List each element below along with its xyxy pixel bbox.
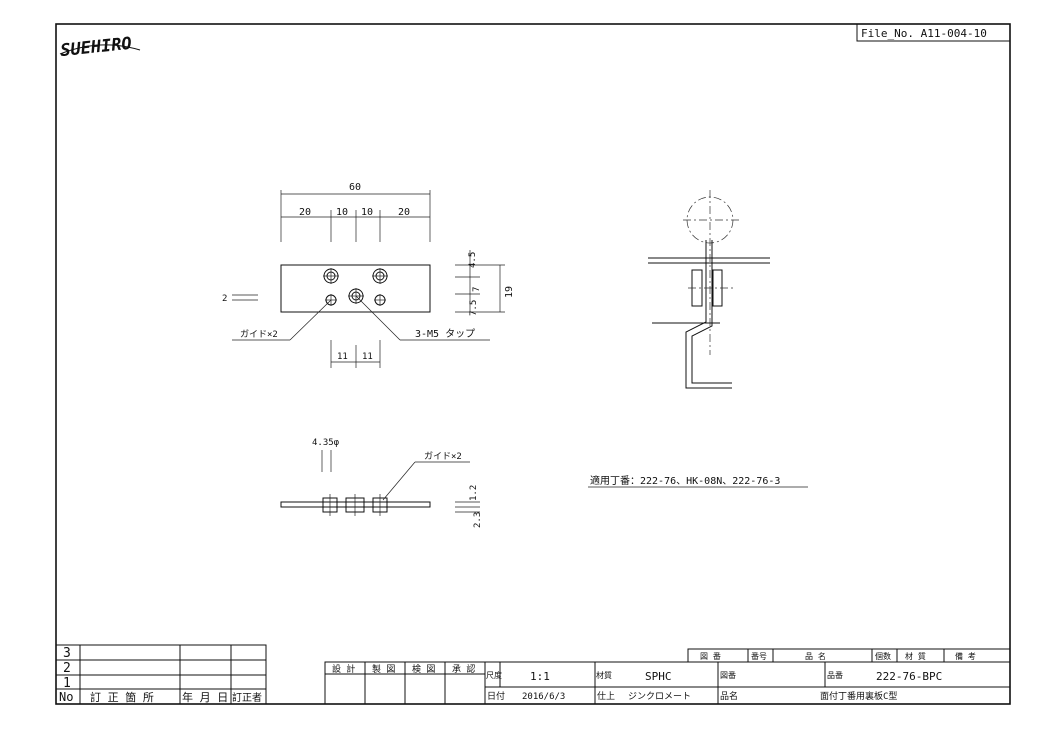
- material-value: SPHC: [645, 670, 672, 683]
- parts-list-header: 図 番 番号 品 名 個数 材 質 備 考: [687, 648, 1011, 663]
- approval-design: 設 計: [332, 663, 355, 675]
- dim-thickness: 2: [222, 294, 227, 304]
- approval-boxes: 設 計 製 図 検 図 承 認: [324, 661, 486, 705]
- finish-label: 仕上: [597, 690, 615, 702]
- name-value: 面付丁番用裏板C型: [820, 690, 897, 702]
- dim-plate-t: 1.2: [469, 485, 479, 501]
- parts-header-name: 品 名: [805, 651, 826, 661]
- sheet-border: [55, 23, 1011, 705]
- dim-seg-4: 20: [398, 207, 410, 218]
- approval-check: 検 図: [412, 663, 435, 675]
- approval-drafting: 製 図: [372, 663, 395, 675]
- dim-hole-dia: 4.35φ: [312, 438, 340, 448]
- callout-guide-side: ガイド×2: [424, 451, 462, 462]
- callout-tap: 3-M5 タップ: [415, 328, 475, 340]
- parts-header-remarks: 備 考: [955, 651, 976, 661]
- suehiro-logo: SUEHIRO: [59, 34, 141, 61]
- dim-pitch-2: 11: [362, 352, 373, 362]
- dim-seg-1: 20: [299, 207, 311, 218]
- rev-row-2: 2: [63, 661, 71, 676]
- rev-header-reviser: 訂正者: [232, 691, 262, 704]
- date-label: 日付: [487, 691, 505, 702]
- callout-guide-front: ガイド×2: [240, 329, 278, 340]
- rev-header-no: No: [59, 690, 73, 704]
- parts-header-number: 番号: [751, 651, 767, 661]
- front-view: 60 20 10 10 20 2 4.5 7 7.5 19: [222, 182, 515, 368]
- dim-height-total: 19: [504, 286, 515, 298]
- name-label: 品名: [720, 690, 738, 702]
- dim-height-mid: 7: [472, 287, 482, 292]
- assembly-view: [648, 190, 770, 389]
- rev-row-3: 3: [63, 646, 71, 661]
- dim-pitch-1: 11: [337, 352, 348, 362]
- rev-header-date: 年 月 日: [182, 690, 228, 704]
- rev-row-1: 1: [63, 676, 71, 691]
- drawing-no-label: 図番: [720, 670, 736, 680]
- date-value: 2016/6/3: [522, 692, 565, 702]
- dim-boss-h: 2.3: [473, 512, 483, 528]
- dim-height-top: 4.5: [468, 252, 478, 268]
- rev-header-location: 訂 正 箇 所: [90, 690, 154, 704]
- scale-value: 1:1: [530, 670, 550, 683]
- dim-seg-2: 10: [336, 207, 348, 218]
- parts-header-material: 材 質: [905, 651, 926, 661]
- material-label: 材質: [596, 670, 612, 680]
- file-number: File_No. A11-004-10: [861, 27, 987, 40]
- part-no-label: 品番: [827, 670, 843, 680]
- title-block: 尺度 1:1 日付 2016/6/3 材質 SPHC 仕上 ジンクロメート 図番…: [484, 661, 1011, 705]
- approval-approve: 承 認: [452, 663, 475, 675]
- part-no-value: 222-76-BPC: [876, 670, 942, 683]
- scale-label: 尺度: [486, 670, 502, 680]
- logo-text: SUEHIRO: [59, 34, 132, 61]
- dim-height-bottom: 7.5: [469, 300, 479, 316]
- dim-seg-3: 10: [361, 207, 373, 218]
- applicable-hinges: 適用丁番：222-76、HK-08N、222-76-3: [590, 474, 780, 487]
- revision-table: 3 2 1 No 訂 正 箇 所 年 月 日 訂正者: [55, 644, 267, 705]
- side-view: 4.35φ ガイド×2 1.2 2.3: [280, 438, 483, 528]
- parts-header-drawing: 図 番: [700, 651, 721, 661]
- dim-overall: 60: [349, 182, 361, 193]
- finish-value: ジンクロメート: [628, 691, 691, 702]
- parts-header-qty: 個数: [875, 651, 891, 661]
